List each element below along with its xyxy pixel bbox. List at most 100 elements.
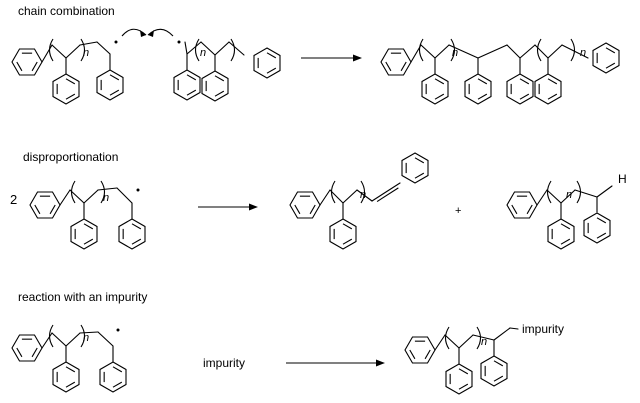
- bond: [186, 41, 202, 55]
- bond: [547, 44, 563, 59]
- aromatic-bond: [16, 61, 23, 72]
- arc-head: [148, 30, 154, 37]
- benzene-ring: [329, 218, 357, 250]
- repeat-bracket-open: [418, 38, 424, 62]
- repeat-bracket-open: [536, 38, 542, 62]
- aromatic-bond: [65, 366, 76, 373]
- aromatic-bond: [400, 61, 407, 72]
- aromatic-bond: [560, 223, 571, 230]
- repeat-n-label: n: [566, 189, 573, 201]
- aromatic-bond: [65, 93, 76, 100]
- aromatic-bond: [109, 74, 120, 81]
- bond: [97, 331, 114, 347]
- plus-sign: +: [455, 205, 462, 217]
- bond: [519, 44, 536, 59]
- benzene-ring: [201, 70, 229, 102]
- aromatic-bond: [83, 223, 94, 230]
- bond: [200, 41, 216, 56]
- bond: [83, 189, 99, 204]
- benzene-ring: [421, 73, 449, 105]
- impurity-reagent-label: impurity: [203, 356, 246, 370]
- bond: [41, 332, 53, 349]
- aromatic-bond: [266, 52, 277, 59]
- repeat-bracket-close: [360, 180, 366, 204]
- bond: [560, 189, 576, 204]
- benzene-ring: [253, 47, 281, 79]
- benzene-ring: [506, 73, 534, 105]
- bond: [59, 189, 71, 206]
- repeat-bracket-open: [546, 180, 552, 204]
- radical-dot: [177, 40, 181, 44]
- repeat-n-label: n: [83, 332, 90, 344]
- repeat-n-label: n: [103, 192, 110, 204]
- bond: [97, 187, 118, 191]
- repeat-bracket-open: [444, 326, 450, 350]
- aromatic-bond: [458, 383, 469, 390]
- aromatic-bond: [477, 78, 488, 85]
- benzene-ring: [445, 363, 473, 395]
- reactant-chain-right: [173, 38, 281, 102]
- aromatic-bond: [83, 238, 94, 245]
- aromatic-bond: [131, 238, 142, 245]
- double-bond-line: [376, 187, 399, 202]
- repeat-n-label: n: [481, 336, 488, 348]
- aromatic-bond: [547, 93, 558, 100]
- reactant-chain-left: [11, 38, 124, 105]
- aromatic-bond: [266, 67, 277, 74]
- bond: [509, 327, 519, 330]
- bond: [228, 41, 245, 56]
- aromatic-bond: [214, 90, 225, 97]
- aromatic-bond: [131, 223, 142, 230]
- bond: [96, 41, 111, 55]
- aromatic-bond: [65, 381, 76, 388]
- bond: [506, 44, 521, 59]
- repeat-n-label: n: [83, 47, 90, 59]
- reactant-radical-chain: [29, 180, 146, 250]
- aromatic-bond: [547, 78, 558, 85]
- repeat-bracket-open: [194, 38, 200, 62]
- benzene-ring: [289, 191, 321, 219]
- benzene-ring: [583, 212, 611, 244]
- bond: [371, 182, 401, 202]
- aromatic-bond: [605, 47, 616, 54]
- repeat-bracket-close: [450, 38, 456, 62]
- aromatic-bond: [409, 349, 416, 360]
- arrow-head: [353, 54, 362, 62]
- bond: [342, 189, 358, 204]
- aromatic-bond: [414, 157, 425, 164]
- repeat-bracket-close: [100, 180, 106, 204]
- aromatic-bond: [309, 204, 316, 215]
- benzene-ring: [96, 69, 124, 101]
- bond: [477, 44, 508, 59]
- bond: [79, 331, 99, 334]
- repeat-bracket-open: [48, 324, 54, 348]
- repeat-n-label: n: [580, 47, 587, 59]
- aromatic-bond: [519, 78, 530, 85]
- heading-impurity: reaction with an impurity: [18, 290, 148, 304]
- benzene-ring: [480, 355, 508, 387]
- benzene-ring: [534, 73, 562, 105]
- aromatic-bond: [16, 347, 23, 358]
- bond: [79, 41, 98, 46]
- bond: [574, 189, 598, 198]
- benzene-ring: [11, 334, 43, 362]
- bond: [65, 332, 81, 347]
- arrow-disproportionation: [198, 203, 258, 211]
- aromatic-bond: [294, 204, 301, 215]
- bond: [116, 187, 133, 204]
- aromatic-bond: [34, 204, 41, 215]
- aromatic-bond: [424, 349, 431, 360]
- bond: [472, 334, 495, 341]
- aromatic-bond: [109, 89, 120, 96]
- bond: [448, 44, 479, 59]
- aromatic-bond: [112, 366, 123, 373]
- bond: [51, 332, 67, 347]
- bond: [356, 189, 373, 202]
- aromatic-bond: [214, 75, 225, 82]
- bond: [458, 334, 474, 349]
- benzene-ring: [404, 336, 436, 364]
- repeat-bracket-close: [476, 326, 482, 350]
- bond: [596, 185, 613, 198]
- radical-coupling-arcs: [121, 28, 174, 37]
